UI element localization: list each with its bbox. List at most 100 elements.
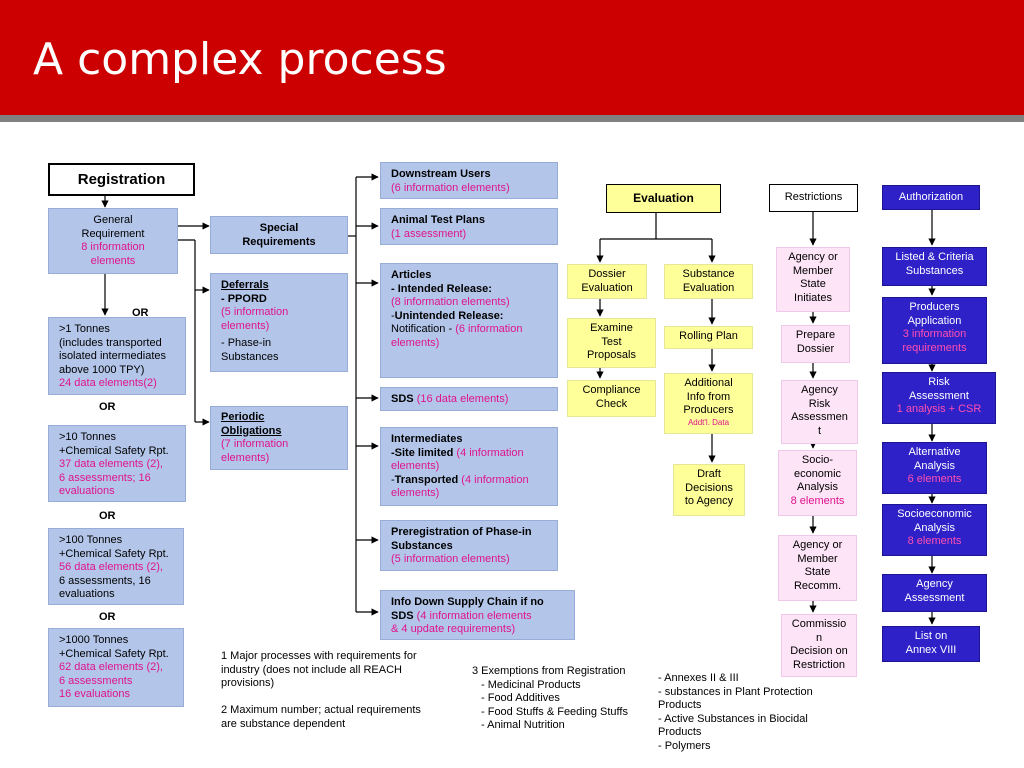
note-line: - Active Substances in Biocidal (658, 712, 808, 725)
registration-box: Registration (48, 163, 195, 196)
intermediates-line3: Transported (394, 473, 459, 486)
tonnage-1-line4: above 1000 TPY) (59, 363, 145, 376)
commission-line3: Decision on (790, 645, 848, 657)
producers-application-box: Producers Application 3 information requ… (882, 297, 987, 364)
agency-assessment-line1: Agency (916, 578, 953, 590)
substance-line2: Evaluation (682, 281, 735, 294)
note-line: - Medicinal Products (481, 678, 581, 691)
tonnage-1-line5: 24 data elements(2) (59, 377, 157, 389)
recomm-line4: Recomm. (793, 579, 842, 592)
note-line: 2 Maximum number; actual requirements (221, 704, 421, 716)
agency-member-initiates-box: Agency or Member State Initiates (776, 247, 850, 312)
prepare-dossier-box: Prepare Dossier (781, 325, 850, 363)
general-line3: 8 information (81, 241, 145, 253)
tonnage-100-line3: 56 data elements (2), (59, 561, 163, 573)
tonnage-1-line2: (includes transported (59, 336, 162, 349)
sds-detail: (16 data elements) (416, 393, 509, 405)
title-banner: A complex process (0, 0, 1024, 115)
draft-line2: Decisions (685, 481, 733, 494)
commission-line2: n (815, 631, 823, 644)
info-down-line2: (4 information elements (413, 609, 532, 622)
downstream-detail: (6 information elements) (391, 181, 510, 194)
or-label: OR (99, 401, 116, 413)
tonnage-1000-line5: 16 evaluations (59, 688, 130, 700)
note-line: are substance dependent (221, 717, 346, 730)
divider-bar (0, 115, 1024, 122)
tonnage-100-box: >100 Tonnes +Chemical Safety Rpt. 56 dat… (48, 528, 184, 605)
tonnage-1000-line1: >1000 Tonnes (59, 634, 129, 646)
risk-line2: Risk (808, 397, 831, 410)
recomm-line2: Member (797, 552, 838, 565)
prereg-line2: Substances (391, 539, 453, 552)
articles-title: Articles (391, 269, 432, 281)
substance-line1: Substance (682, 268, 735, 280)
compliance-line1: Compliance (582, 384, 641, 396)
info-down-line1: Info Down Supply Chain if no (391, 596, 544, 608)
producers-line1: Producers (909, 301, 960, 313)
note-line: - Annexes II & III (658, 672, 739, 684)
downstream-title: Downstream Users (391, 168, 491, 180)
prepare-line2: Dossier (796, 342, 835, 355)
initiates-line3: State (800, 278, 826, 290)
animal-detail: (1 assessment) (391, 227, 467, 240)
tonnage-1000-line3: 62 data elements (2), (59, 661, 163, 673)
deferrals-title: Deferrals (221, 279, 269, 291)
general-line2: Requirement (81, 227, 145, 240)
draft-line1: Draft (697, 468, 721, 480)
tonnage-100-line5: evaluations (59, 588, 115, 600)
producers-line3: 3 information (902, 328, 967, 340)
articles-box: Articles - Intended Release: (8 informat… (380, 263, 558, 378)
listed-criteria-box: Listed & Criteria Substances (882, 247, 987, 286)
draft-line3: to Agency (684, 495, 734, 507)
initiates-line1: Agency or (788, 251, 838, 263)
auth-risk-line2: Assessment (909, 389, 969, 402)
additional-line2: Info from (686, 390, 731, 403)
note-spacer (221, 691, 421, 705)
auth-risk-line1: Risk (928, 376, 950, 388)
deferrals-box: Deferrals - PPORD (5 information element… (210, 273, 348, 372)
intermediates-box: Intermediates -Site limited (4 informati… (380, 427, 558, 506)
periodic-line1: Periodic (221, 411, 265, 423)
special-requirements-box: Special Requirements (210, 216, 348, 254)
prereg-line1: Preregistration of Phase-in (391, 526, 532, 538)
dossier-line2: Evaluation (581, 281, 633, 294)
note-line: - Food Additives (481, 692, 560, 704)
note-line: - Polymers (658, 739, 711, 752)
socio-line2: economic (793, 467, 842, 480)
footnote-3: 3 Exemptions from Registration - Medicin… (472, 665, 628, 733)
prepare-line1: Prepare (795, 329, 836, 341)
note-line: Products (658, 699, 702, 711)
registration-title: Registration (77, 171, 166, 188)
socio-line1: Socio- (801, 454, 834, 466)
alternative-line3: 6 elements (907, 473, 962, 485)
tonnage-10-line3: 37 data elements (2), (59, 458, 163, 470)
additional-line3: Producers (683, 404, 734, 416)
listed-line2: Substances (905, 264, 964, 277)
note-line: 1 Major processes with requirements for (221, 650, 417, 662)
risk-line1: Agency (801, 384, 838, 396)
risk-line3: Assessmen (791, 411, 848, 423)
deferrals-line4: - Phase-in (221, 337, 272, 349)
general-requirement-box: General Requirement 8 information elemen… (48, 208, 178, 274)
deferrals-line1: - PPORD (221, 292, 267, 305)
footnote-exemptions: - Annexes II & III - substances in Plant… (658, 672, 813, 753)
tonnage-100-line4: 6 assessments, 16 (59, 574, 151, 587)
general-line1: General (93, 214, 133, 226)
preregistration-box: Preregistration of Phase-in Substances (… (380, 520, 558, 571)
tonnage-100-line1: >100 Tonnes (59, 534, 123, 546)
socio-line4: 8 elements (790, 494, 845, 507)
restrictions-title: Restrictions (784, 191, 843, 203)
periodic-obligations-box: Periodic Obligations (7 information elem… (210, 406, 348, 470)
note-line: Products (658, 726, 702, 738)
articles-line4-prefix: Notification - (391, 323, 456, 335)
socioeconomic-line1: Socioeconomic (897, 508, 972, 520)
draft-decisions-box: Draft Decisions to Agency (673, 464, 745, 516)
socio-line3: Analysis (797, 481, 838, 493)
tonnage-1-line1: >1 Tonnes (59, 323, 110, 335)
info-down-supply-chain-box: Info Down Supply Chain if no SDS (4 info… (380, 590, 575, 640)
sds-box: SDS (16 data elements) (380, 387, 558, 411)
rolling-plan-label: Rolling Plan (679, 330, 738, 342)
risk-line4: t (817, 424, 822, 437)
risk-assessment-box: Risk Assessment 1 analysis + CSR (882, 372, 996, 424)
compliance-check-box: Compliance Check (567, 380, 656, 417)
